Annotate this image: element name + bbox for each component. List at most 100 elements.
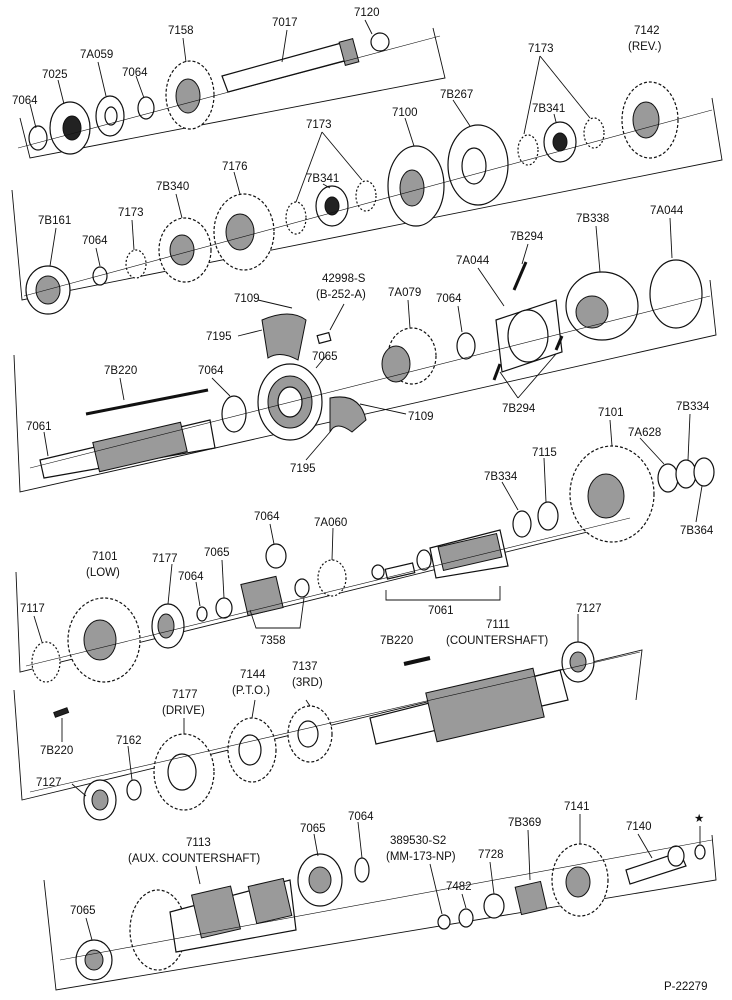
nut-389530 [437, 914, 451, 930]
snap-ring-7064d [456, 332, 476, 360]
label-7173b: 7173 [306, 119, 332, 131]
label-7B341b: 7B341 [306, 173, 339, 185]
snap-ring-7064c [92, 266, 108, 286]
label-7173a: 7173 [528, 43, 554, 55]
label-7B340: 7B340 [156, 181, 189, 193]
pin-7B294a [512, 261, 528, 291]
label-7137-sub: (3RD) [292, 677, 323, 689]
ring-7B334a [675, 459, 697, 489]
label-7113: 7113 [186, 837, 211, 849]
ring-7117 [31, 641, 61, 683]
label-7061a: 7061 [26, 421, 52, 433]
label-7127b: 7127 [36, 777, 62, 789]
label-7B369: 7B369 [508, 817, 541, 829]
label-7065c: 7065 [300, 823, 326, 835]
label-7195a: 7195 [206, 331, 232, 343]
label-7B220a: 7B220 [104, 365, 137, 377]
row4-parts [25, 445, 715, 683]
label-389530: 389530-S2 [390, 835, 446, 847]
label-7195b: 7195 [290, 463, 316, 475]
leader-lines [29, 19, 703, 941]
washer-7728 [483, 893, 505, 919]
label-7101a: 7101 [598, 407, 624, 419]
bearing-7B369 [514, 880, 548, 916]
label-7142: 7142 [634, 25, 660, 37]
label-7728: 7728 [478, 849, 504, 861]
label-7A044b: 7A044 [456, 255, 490, 267]
label-7117: 7117 [20, 603, 45, 615]
label-7B338: 7B338 [576, 213, 609, 225]
label-7109a: 7109 [234, 293, 260, 305]
fork-7195a [261, 313, 307, 361]
label-7158: 7158 [168, 25, 194, 37]
label-7064b: 7064 [122, 67, 148, 79]
label-7101b-sub: (LOW) [86, 567, 120, 579]
blocker-ring-7173c [125, 249, 147, 279]
ring-7B334b [512, 510, 532, 538]
row2-parts [23, 81, 713, 315]
washer-7A628 [657, 463, 679, 493]
label-7111-sub: (COUNTERSHAFT) [446, 635, 548, 647]
label-7064d: 7064 [436, 293, 462, 305]
label-7B294a: 7B294 [510, 231, 544, 243]
label-7162: 7162 [116, 735, 142, 747]
label-7064a: 7064 [12, 95, 38, 107]
key-7B220b [403, 656, 431, 666]
label-7A060: 7A060 [314, 517, 347, 529]
label-42998-sub: (B-252-A) [316, 289, 366, 301]
label-7A628: 7A628 [628, 427, 661, 439]
pilot-7061b [371, 564, 385, 580]
label-7017: 7017 [272, 17, 298, 29]
label-7A079: 7A079 [388, 287, 421, 299]
bearing-7065b [215, 597, 233, 619]
blocker-ring-7173b-left [285, 201, 307, 235]
row3-parts [29, 259, 711, 479]
label-7B161: 7B161 [38, 215, 71, 227]
label-7176: 7176 [222, 161, 248, 173]
label-7A044a: 7A044 [650, 205, 684, 217]
label-7B294b: 7B294 [502, 403, 536, 415]
washer-7482 [458, 908, 474, 928]
label-7177b-sub: (DRIVE) [162, 705, 205, 717]
plug-star [694, 844, 706, 860]
shaft-7017 [221, 41, 356, 93]
label-7177b: 7177 [172, 689, 198, 701]
label-star: ★ [694, 813, 704, 825]
label-7065a: 7065 [312, 351, 338, 363]
label-7173c: 7173 [118, 207, 144, 219]
label-7100: 7100 [392, 107, 418, 119]
ring-7115 [537, 501, 559, 531]
snap-ring-7064f [265, 543, 287, 569]
label-7A059: 7A059 [80, 49, 113, 61]
key-7B220a [85, 388, 209, 416]
key-7B220c [53, 707, 70, 718]
snap-ring-7064b [137, 96, 155, 120]
label-7109b: 7109 [408, 411, 434, 423]
panel-frames [11, 27, 723, 991]
pin-7B294b [492, 363, 502, 381]
bolt-42998 [316, 331, 332, 345]
label-7482: 7482 [446, 881, 472, 893]
label-7141: 7141 [564, 801, 590, 813]
label-7B364: 7B364 [680, 525, 714, 537]
label-7025: 7025 [42, 69, 68, 81]
label-7142-sub: (REV.) [628, 41, 662, 53]
roller-7358 [240, 575, 284, 617]
label-7B220c: 7B220 [40, 745, 73, 757]
label-7177a: 7177 [152, 553, 178, 565]
label-7061b: 7061 [428, 605, 454, 617]
label-42998: 42998-S [322, 273, 366, 285]
label-7113-sub: (AUX. COUNTERSHAFT) [128, 853, 260, 865]
label-7144: 7144 [240, 669, 266, 681]
label-7064g: 7064 [178, 571, 204, 583]
row6-parts [59, 839, 713, 981]
snap-ring-7064a [28, 125, 48, 151]
label-7101b: 7101 [92, 551, 118, 563]
blocker-ring-7173a-left [517, 134, 539, 166]
label-7120: 7120 [354, 7, 380, 19]
label-7064c: 7064 [82, 235, 108, 247]
label-7064h: 7064 [348, 811, 374, 823]
label-7B267: 7B267 [440, 89, 473, 101]
